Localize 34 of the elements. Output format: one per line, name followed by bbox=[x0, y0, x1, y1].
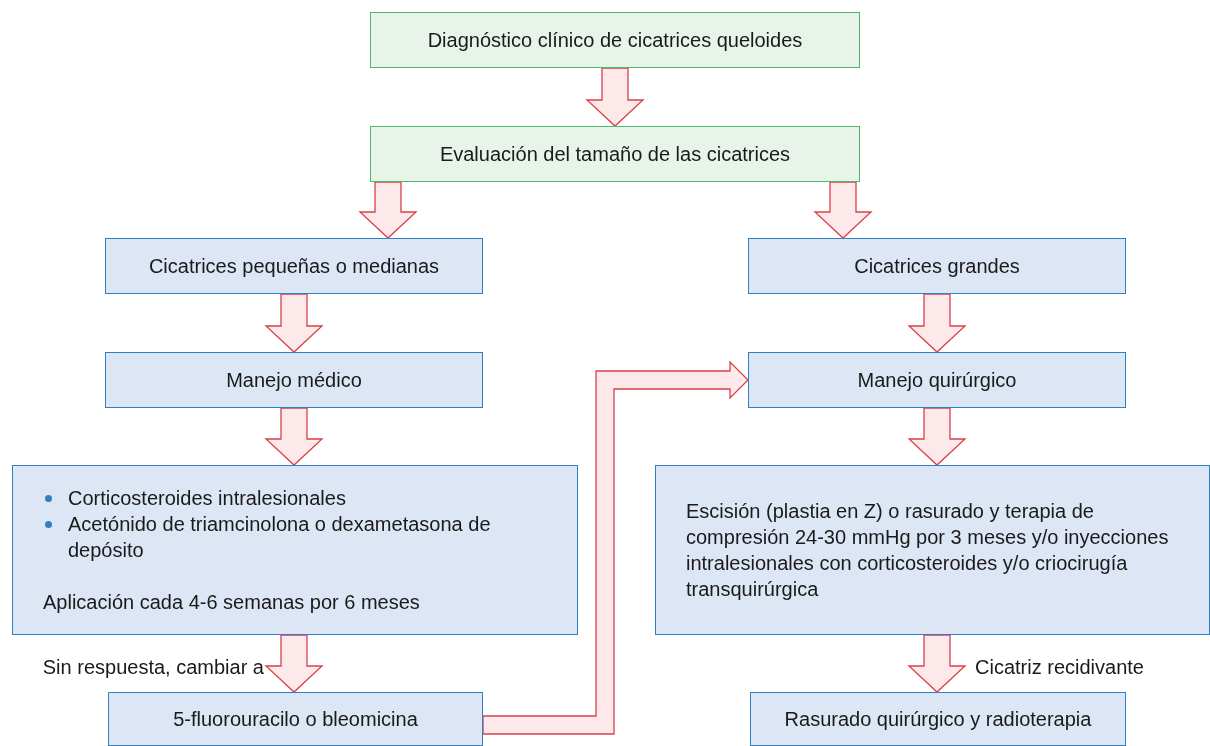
box-text: Aplicación cada 4-6 semanas por 6 meses bbox=[43, 590, 420, 615]
block-arrow bbox=[264, 407, 324, 466]
block-arrow bbox=[907, 293, 967, 353]
block-arrow bbox=[264, 293, 324, 353]
bullet-item: Corticosteroides intralesionales bbox=[43, 485, 346, 511]
process-box bbox=[750, 692, 1126, 746]
block-arrow bbox=[482, 360, 749, 735]
process-box bbox=[748, 238, 1126, 294]
edge-label: Cicatriz recidivante bbox=[975, 655, 1144, 680]
block-arrow bbox=[585, 67, 645, 127]
box-text: Rasurado quirúrgico y radioterapia bbox=[784, 707, 1092, 732]
box-text: Manejo quirúrgico bbox=[857, 368, 1017, 393]
process-box bbox=[370, 126, 860, 182]
box-text: Escisión (plastia en Z) o rasurado y terapia de compresión 24-30 mmHg por 3 meses y/o inyecciones intralesionales con corticosteroides y/o criocirugía transquirúrgica bbox=[686, 499, 1170, 602]
bullet-item: Acetónido de triamcinolona o dexametasona de depósito bbox=[43, 511, 547, 563]
edge-label: Sin respuesta, cambiar a bbox=[42, 655, 264, 680]
block-arrow bbox=[907, 634, 967, 693]
block-arrow bbox=[813, 181, 873, 239]
process-box bbox=[370, 12, 860, 68]
block-arrow bbox=[264, 634, 324, 693]
process-box bbox=[108, 692, 483, 746]
process-box bbox=[748, 352, 1126, 408]
box-text: Cicatrices grandes bbox=[854, 254, 1020, 279]
box-text: Diagnóstico clínico de cicatrices queloides bbox=[427, 28, 803, 53]
block-arrow bbox=[907, 407, 967, 466]
box-text: Cicatrices pequeñas o medianas bbox=[148, 254, 440, 279]
process-box bbox=[12, 465, 578, 635]
block-arrow bbox=[358, 181, 418, 239]
process-box bbox=[105, 352, 483, 408]
process-box bbox=[105, 238, 483, 294]
process-box bbox=[655, 465, 1210, 635]
box-text: Manejo médico bbox=[226, 368, 362, 393]
box-text: 5-fluorouracilo o bleomicina bbox=[173, 707, 418, 732]
box-text: Evaluación del tamaño de las cicatrices bbox=[439, 142, 791, 167]
